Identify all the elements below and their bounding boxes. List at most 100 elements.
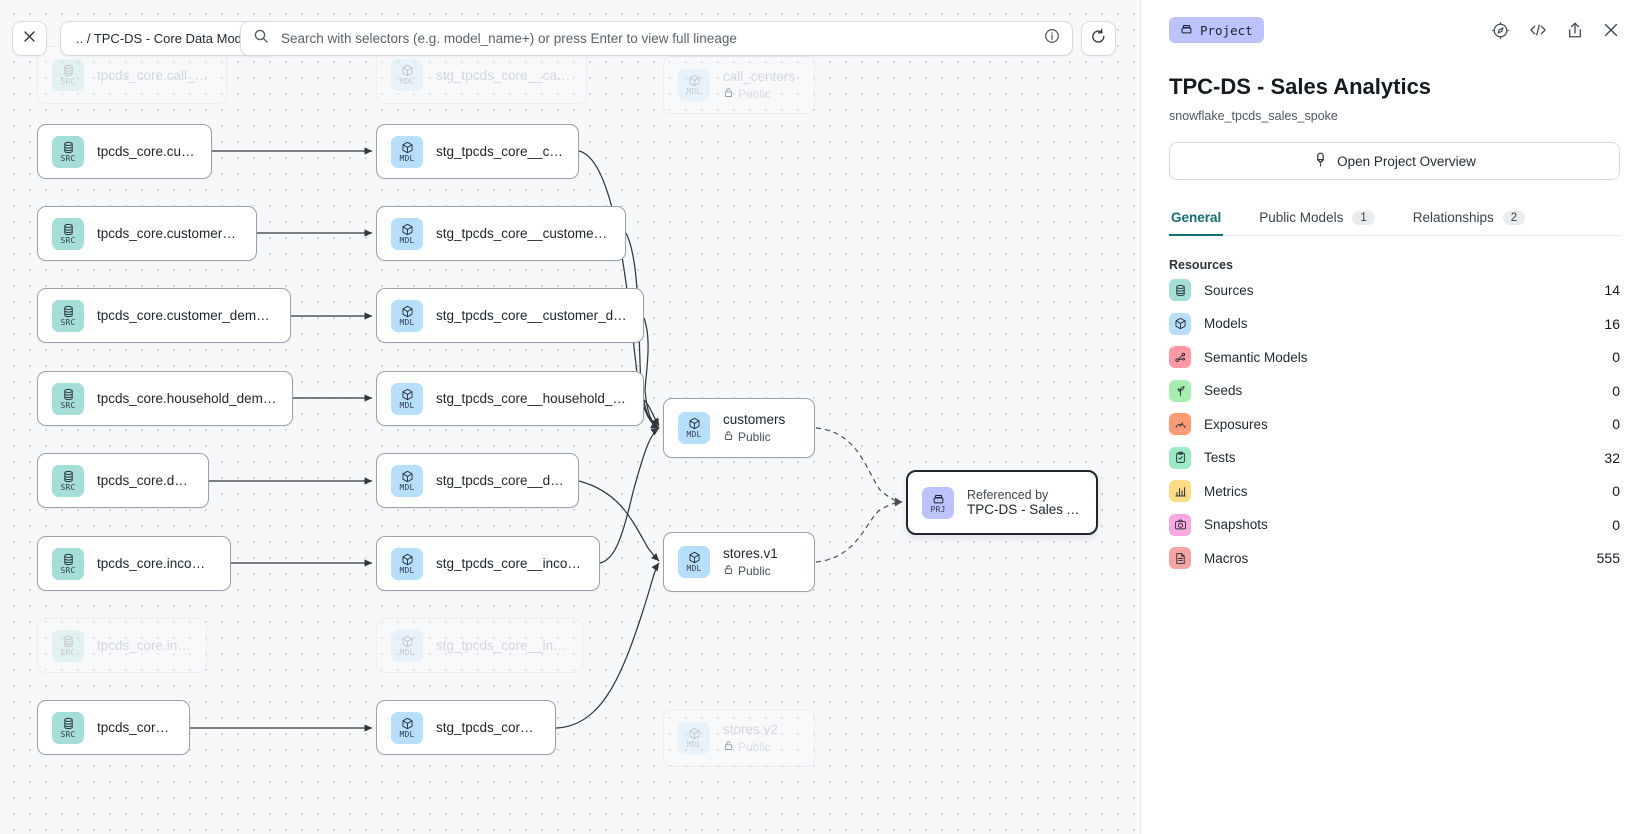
cube-icon: MDL <box>391 217 423 250</box>
compass-icon[interactable] <box>1491 21 1510 40</box>
graph-node-body: stg_tpcds_core__customer_demogra… <box>436 308 629 323</box>
edge-group-dashed <box>815 427 903 563</box>
tab-general[interactable]: General <box>1169 204 1224 236</box>
resource-label: Semantic Models <box>1204 349 1308 365</box>
close-panel-icon[interactable] <box>1602 21 1620 39</box>
gauge-icon <box>1169 413 1191 436</box>
panel-header: Project <box>1169 0 1620 56</box>
info-circle-icon[interactable] <box>1044 28 1060 49</box>
lock-icon <box>723 564 734 578</box>
cube-icon: MDL <box>391 547 423 580</box>
semantic-graph-icon <box>1169 346 1191 369</box>
graph-node-label: stg_tpcds_core__customer_demogra… <box>436 308 629 323</box>
share-icon[interactable] <box>1566 21 1584 40</box>
database-icon <box>1169 279 1191 302</box>
graph-node-body: tpcds_core.customer <box>97 144 197 159</box>
database-icon: SRC <box>52 135 84 168</box>
resource-count: 0 <box>1612 382 1620 399</box>
tab-count-badge: 2 <box>1502 210 1526 225</box>
graph-node-body: stg_tpcds_core__store <box>436 720 541 735</box>
code-icon[interactable] <box>1528 20 1548 40</box>
graph-node-label: tpcds_core.customer_address <box>97 226 242 241</box>
close-lineage-button[interactable] <box>12 21 47 56</box>
graph-node-mdl-stg-income-band[interactable]: MDL stg_tpcds_core__income_band <box>376 536 600 591</box>
clipboard-check-icon <box>1169 446 1191 469</box>
graph-node-mdl-stg-cust-demo[interactable]: MDL stg_tpcds_core__customer_demogra… <box>376 288 644 343</box>
document-icon <box>1169 547 1191 570</box>
open-project-overview-button[interactable]: Open Project Overview <box>1169 142 1620 180</box>
search-bar[interactable] <box>240 21 1073 56</box>
graph-node-body: tpcds_core.customer_demographics <box>97 308 276 323</box>
graph-node-mdl-stg-hh-demo[interactable]: MDLstg_tpcds_core__household_demogr… <box>376 371 644 426</box>
resource-count: 0 <box>1612 416 1620 433</box>
graph-node-body: tpcds_core.customer_address <box>97 226 242 241</box>
breadcrumb[interactable]: .. / TPC-DS - Core Data Models <box>60 21 275 56</box>
graph-node-label: TPC-DS - Sales Analytics <box>967 502 1082 517</box>
resource-row-semantic-models[interactable]: Semantic Models 0 <box>1169 342 1620 373</box>
breadcrumb-label: .. / TPC-DS - Core Data Models <box>76 31 259 46</box>
cube-icon: MDL <box>391 59 423 91</box>
graph-node-label: stores.v2 <box>723 722 778 737</box>
panel-subtitle: snowflake_tpcds_sales_spoke <box>1169 109 1338 123</box>
graph-node-body: stg_tpcds_core__date_dim <box>436 473 564 488</box>
database-icon: SRC <box>52 629 84 662</box>
graph-node-label: tpcds_core.income_band <box>97 556 216 571</box>
graph-node-body: tpcds_core.income_band <box>97 556 216 571</box>
graph-node-mdl-stg-cust-addr[interactable]: MDL stg_tpcds_core__customer_address <box>376 206 626 261</box>
graph-node-src-customer[interactable]: SRC tpcds_core.customer <box>37 124 212 179</box>
graph-node-label: stg_tpcds_core__inventory <box>436 638 568 653</box>
lineage-canvas[interactable]: SRCtpcds_core.call_centerSRCtpcds_core.c… <box>0 0 1140 834</box>
refresh-button[interactable] <box>1081 21 1116 56</box>
graph-node-body: stg_tpcds_core__customer <box>436 144 564 159</box>
resource-count: 32 <box>1604 449 1620 466</box>
graph-node-body: stg_tpcds_core__customer_address <box>436 226 611 241</box>
panel-actions <box>1491 20 1620 40</box>
sprout-icon <box>1169 379 1191 402</box>
resource-count: 0 <box>1612 349 1620 366</box>
cube-icon: MDL <box>678 722 710 754</box>
cube-icon: MDL <box>678 412 710 444</box>
resource-label: Sources <box>1204 282 1254 298</box>
graph-node-label: tpcds_core.date_dim <box>97 473 194 488</box>
project-icon: PRJ <box>922 486 954 519</box>
search-input[interactable] <box>279 22 1034 55</box>
graph-node-label: stores.v1 <box>723 546 778 561</box>
cube-icon: MDL <box>391 299 423 332</box>
chip-label: Project <box>1200 22 1253 38</box>
cube-icon: MDL <box>678 69 710 101</box>
graph-node-body: stg_tpcds_core__income_band <box>436 556 585 571</box>
graph-node-label: stg_tpcds_core__call_center <box>436 67 572 83</box>
page-title: TPC-DS - Sales Analytics <box>1169 74 1432 99</box>
